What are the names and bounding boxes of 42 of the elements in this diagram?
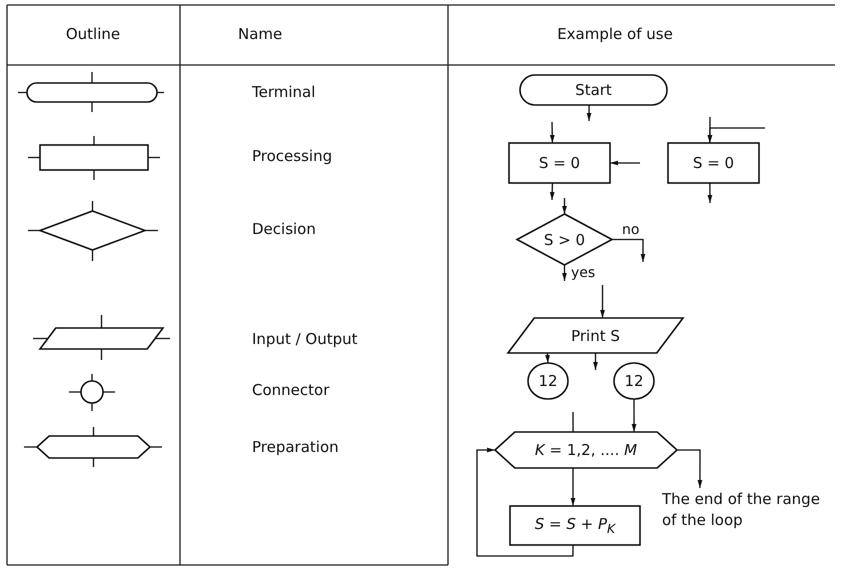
arrow (476, 448, 574, 557)
note-text: The end of the range of the loop (662, 488, 827, 532)
connector-symbol (69, 374, 115, 411)
arrow (708, 127, 765, 143)
arrow (562, 198, 567, 214)
process-box: S = 0 (509, 143, 610, 183)
arrow (612, 238, 646, 262)
process-symbol (28, 136, 160, 180)
process-box: S = 0 (668, 143, 759, 183)
input-output-shape: Print S (508, 318, 683, 353)
preparation-symbol (24, 427, 162, 467)
arrow (586, 105, 592, 121)
terminal-shape: Start (520, 75, 667, 105)
arrow (562, 265, 567, 281)
arrow (708, 183, 712, 203)
arrow (677, 449, 702, 488)
symbol-name: Preparation (252, 438, 339, 456)
symbol-name: Connector (252, 381, 330, 399)
connector-circle: 12 (528, 363, 568, 399)
arrow (593, 353, 598, 370)
preparation-hexagon: K = 1,2, .... M (495, 432, 677, 468)
arrow (550, 122, 555, 144)
arrow (545, 352, 550, 364)
arrow (610, 160, 640, 166)
connector-line (572, 412, 574, 432)
process-box: S = S + P$_{K}$ (510, 506, 640, 545)
column-header: Name (238, 25, 282, 43)
symbol-name: Processing (252, 147, 332, 165)
arrow (632, 399, 636, 432)
terminal-symbol (18, 72, 164, 112)
symbol-name: Input / Output (252, 330, 358, 348)
column-header: Example of use (557, 25, 673, 43)
symbol-name: Terminal (252, 83, 316, 101)
arrow (570, 468, 576, 506)
symbol-name: Decision (252, 220, 316, 238)
decision-diamond: S > 0 (517, 214, 612, 265)
input-output-symbol (33, 315, 170, 360)
decision-symbol (28, 201, 158, 261)
arrow (600, 285, 605, 318)
arrow (550, 182, 555, 200)
connector-circle: 12 (614, 363, 654, 399)
column-header: Outline (66, 25, 120, 43)
